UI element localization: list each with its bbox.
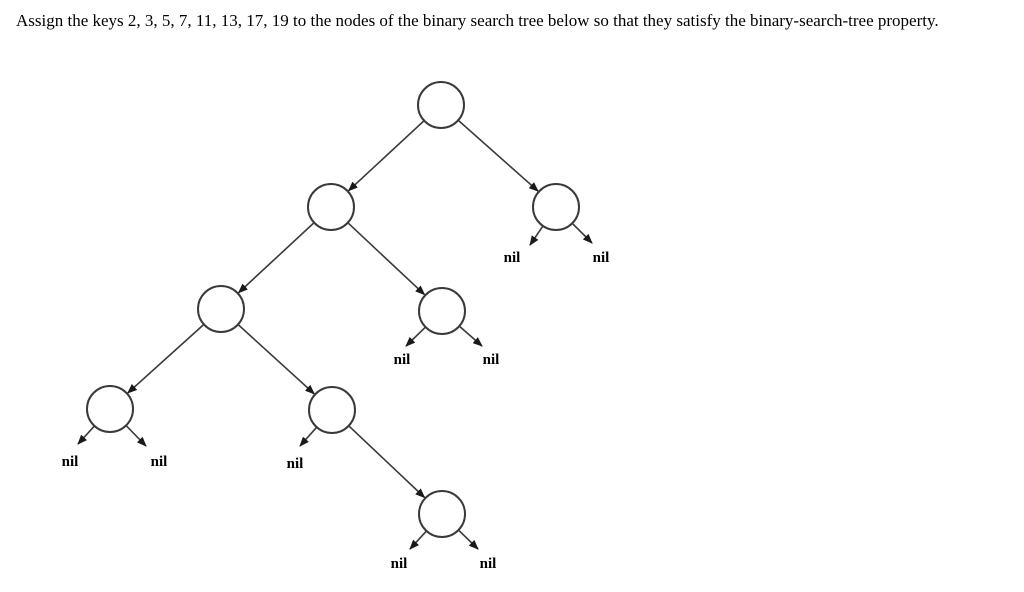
nil-label: nil [62, 454, 79, 470]
node-circle[interactable] [86, 385, 134, 433]
nil-arrow-n-lll-right [125, 424, 147, 447]
node-circle[interactable] [197, 285, 245, 333]
edge-n-ll-to-n-llr [237, 323, 315, 395]
nil-label: nil [391, 556, 408, 572]
node-circle[interactable] [308, 386, 356, 434]
edge-root-to-n-r [457, 119, 539, 192]
node-circle[interactable] [417, 81, 465, 129]
edge-n-l-to-n-lr [347, 222, 426, 296]
edges-layer [77, 119, 593, 550]
nil-label: nil [151, 454, 168, 470]
nodes-layer [86, 81, 580, 538]
nil-arrow-n-lr-left [405, 326, 427, 347]
node-circle[interactable] [532, 183, 580, 231]
nil-arrow-n-llrr-right [457, 529, 479, 550]
nil-labels-layer: nil nil nil nil nil nil nil nil nil [62, 250, 610, 572]
tree-node-n-llr[interactable] [308, 386, 356, 434]
nil-label: nil [480, 556, 497, 572]
tree-node-n-r[interactable] [532, 183, 580, 231]
nil-label: nil [504, 250, 521, 266]
nil-label: nil [394, 352, 411, 368]
tree-node-n-ll[interactable] [197, 285, 245, 333]
nil-arrow-n-lr-right [458, 325, 483, 347]
node-circle[interactable] [307, 183, 355, 231]
tree-node-n-l[interactable] [307, 183, 355, 231]
nil-arrow-n-lll-left [77, 425, 96, 445]
edge-n-llr-to-n-llrr [348, 425, 426, 499]
nil-arrow-n-r-left [529, 225, 544, 246]
edge-root-to-n-l [347, 120, 425, 192]
edge-n-l-to-n-ll [237, 222, 315, 294]
node-circle[interactable] [418, 287, 466, 335]
tree-node-n-llrr[interactable] [418, 490, 466, 538]
question-text: Assign the keys 2, 3, 5, 7, 11, 13, 17, … [16, 11, 939, 30]
tree-node-n-lr[interactable] [418, 287, 466, 335]
nil-arrow-n-r-right [571, 222, 593, 244]
node-circle[interactable] [418, 490, 466, 538]
nil-arrow-n-llr-left [299, 426, 318, 447]
nil-label: nil [483, 352, 500, 368]
edge-n-ll-to-n-lll [127, 323, 205, 394]
nil-label: nil [593, 250, 610, 266]
tree-node-root[interactable] [417, 81, 465, 129]
tree-node-n-lll[interactable] [86, 385, 134, 433]
nil-label: nil [287, 456, 304, 472]
nil-arrow-n-llrr-left [409, 530, 428, 550]
